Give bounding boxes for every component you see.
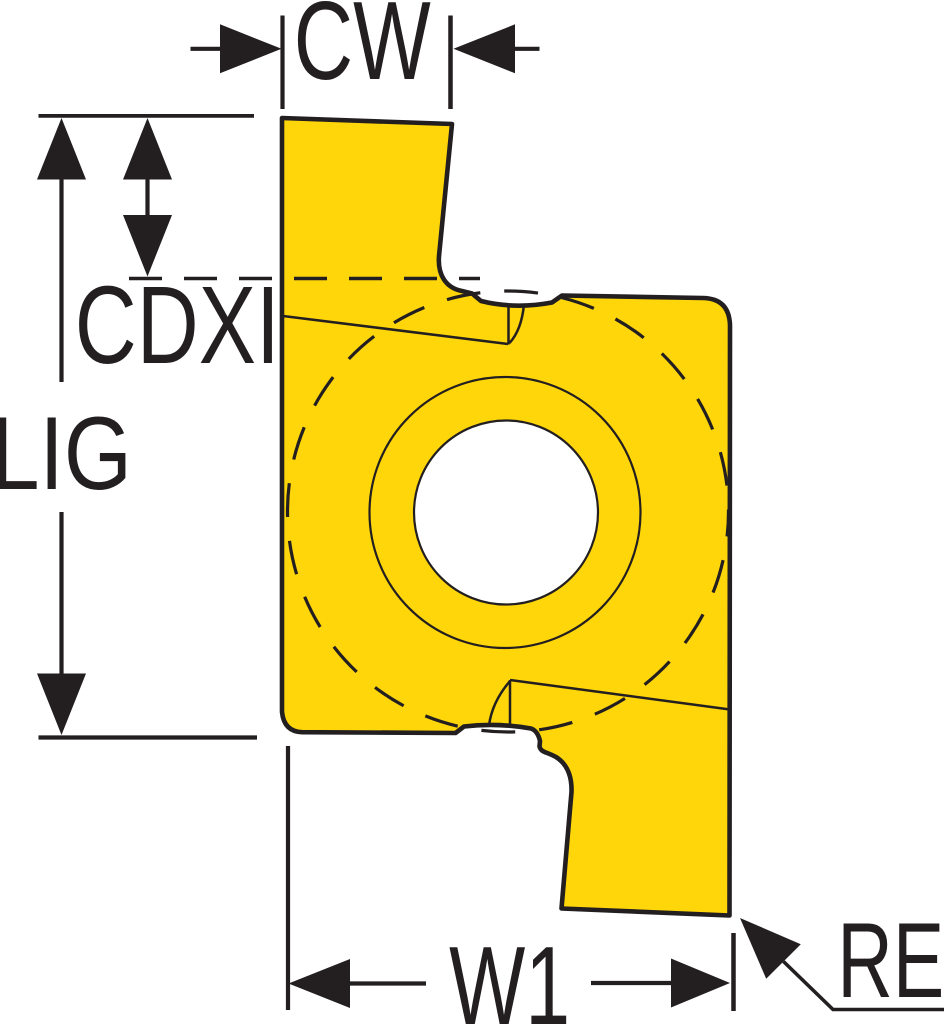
svg-text:CW: CW xyxy=(294,0,431,103)
svg-text:LIG: LIG xyxy=(0,396,132,512)
svg-text:RE: RE xyxy=(837,900,944,1020)
svg-text:CDXI: CDXI xyxy=(75,264,280,387)
svg-text:W1: W1 xyxy=(449,924,570,1024)
